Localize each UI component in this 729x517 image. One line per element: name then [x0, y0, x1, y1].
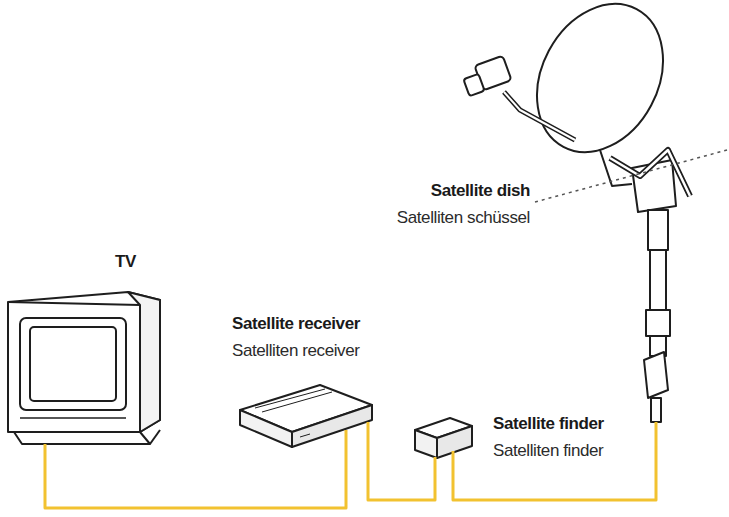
receiver-illustration [240, 385, 372, 447]
dish-node: Satellite dishSatelliten schüssel [450, 8, 700, 446]
device-label: Satellite dish [431, 180, 530, 202]
finder-node: Satellite finderSatelliten finder [413, 413, 475, 462]
finder-illustration [415, 418, 472, 458]
device-label-german: Satelliten finder [493, 440, 603, 462]
device-label: Satellite finder [493, 413, 604, 435]
receiver-node: Satellite receiverSatelliten receiver [238, 383, 374, 450]
tv-illustration [8, 292, 160, 444]
leader-dotted [535, 150, 727, 202]
device-label-german: Satelliten schüssel [397, 207, 530, 229]
coax-cable [45, 446, 346, 508]
device-label-german: Satelliten receiver [232, 340, 360, 362]
device-label: Satellite receiver [232, 313, 360, 335]
tv-node: TV [5, 285, 165, 446]
coax-cable [368, 450, 435, 500]
device-label: TV [115, 251, 136, 273]
